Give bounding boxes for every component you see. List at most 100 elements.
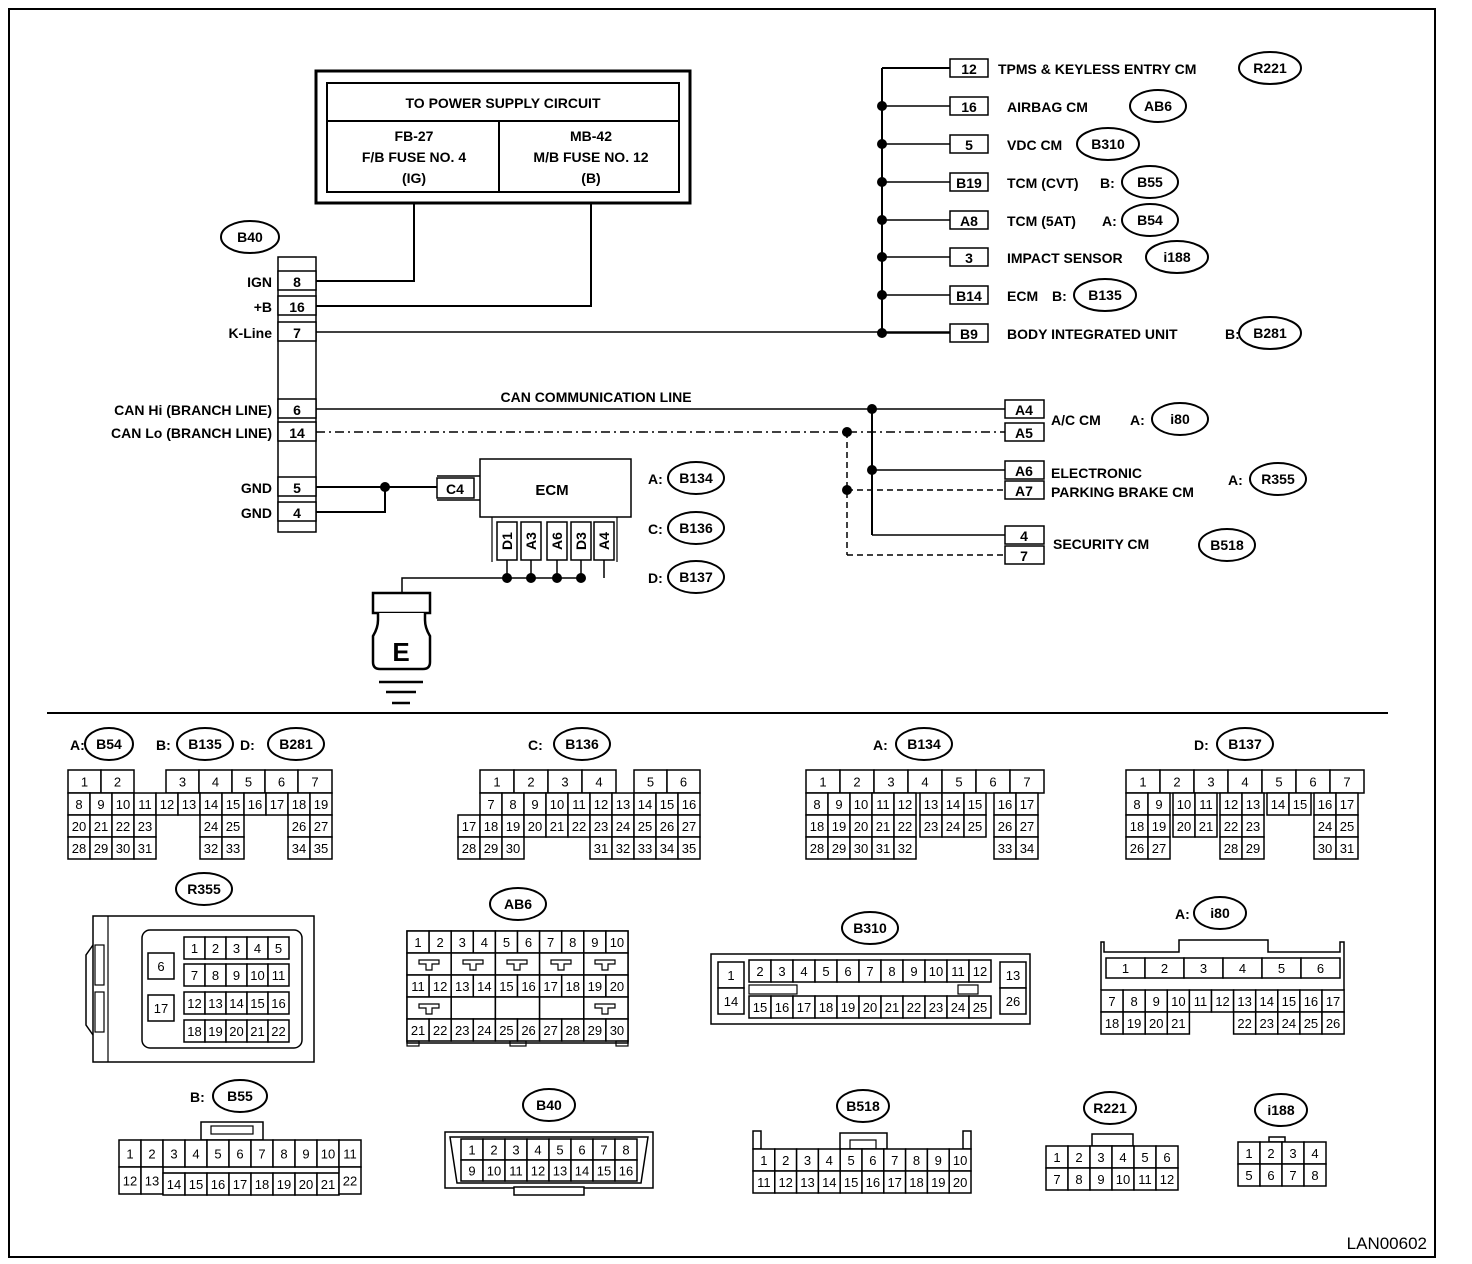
svg-text:27: 27: [682, 819, 696, 834]
connector-pin-cell: 11: [504, 1159, 528, 1182]
can-pin: 4: [1020, 528, 1028, 544]
svg-text:8: 8: [212, 968, 219, 983]
connector-pin-cell: 32: [199, 836, 223, 860]
connector-pin-cell: [538, 952, 585, 976]
svg-text:30: 30: [1318, 841, 1332, 856]
connector-pin-cell: 31: [871, 836, 895, 860]
svg-text:19: 19: [1127, 1016, 1141, 1031]
connector-view-tag: i188: [1254, 1093, 1308, 1127]
can-module-connector-tag: B518: [1198, 528, 1256, 562]
connector-pin-cell: 23: [1254, 1011, 1279, 1035]
ground-symbol: E: [371, 591, 432, 705]
connector-pin-cell: 18: [287, 792, 311, 816]
svg-text:18: 18: [1130, 819, 1144, 834]
svg-text:28: 28: [462, 841, 476, 856]
svg-text:25: 25: [1304, 1016, 1318, 1031]
svg-text:6: 6: [1309, 775, 1316, 790]
connector-pin-cell: 26: [999, 987, 1027, 1015]
connector-pin-cell: 4: [526, 1138, 550, 1161]
svg-text:1: 1: [191, 941, 198, 956]
kline-module-connector-tag: B135: [1073, 278, 1137, 312]
svg-text:12: 12: [123, 1174, 137, 1189]
svg-text:15: 15: [660, 797, 674, 812]
svg-text:8: 8: [888, 964, 895, 979]
svg-text:23: 23: [138, 819, 152, 834]
connector-pin-cell: 24: [941, 814, 965, 838]
svg-text:12: 12: [778, 1175, 792, 1190]
svg-text:B54: B54: [96, 736, 122, 752]
svg-text:A:: A:: [873, 737, 888, 753]
svg-text:16: 16: [866, 1175, 880, 1190]
svg-text:B:: B:: [190, 1089, 205, 1105]
svg-text:2: 2: [490, 1143, 497, 1158]
ecm-connector-ref: C:B136: [648, 511, 725, 545]
svg-text:26: 26: [292, 819, 306, 834]
svg-text:B518: B518: [846, 1098, 880, 1114]
svg-text:20: 20: [72, 819, 86, 834]
connector-pin-cell: [450, 996, 497, 1020]
svg-text:12: 12: [531, 1164, 545, 1179]
svg-text:6: 6: [844, 964, 851, 979]
svg-text:2: 2: [1075, 1150, 1082, 1165]
svg-text:14: 14: [946, 797, 960, 812]
connector-pin-cell: 26: [287, 814, 311, 838]
svg-text:11: 11: [572, 797, 586, 812]
svg-text:9: 9: [935, 1153, 942, 1168]
b40-connector-tag: B40: [220, 220, 280, 254]
connector-view-tag: AB6: [489, 887, 547, 921]
svg-text:13: 13: [553, 1164, 567, 1179]
connector-pin-cell: 21: [880, 995, 904, 1019]
connector-pin-cell: 18: [805, 814, 829, 838]
svg-text:16: 16: [271, 996, 285, 1011]
can-line-label: CAN COMMUNICATION LINE: [500, 389, 691, 405]
svg-text:B136: B136: [679, 520, 713, 536]
svg-text:3: 3: [1200, 961, 1207, 976]
connector-pin-cell: 29: [827, 836, 851, 860]
b40-pin-number: 7: [293, 325, 301, 341]
connector-pin-cell: 25: [494, 1018, 519, 1042]
kline-pin: A8: [960, 213, 978, 229]
kline-pin: B9: [960, 326, 978, 342]
svg-text:20: 20: [610, 979, 624, 994]
svg-text:6: 6: [1317, 961, 1324, 976]
svg-text:26: 26: [521, 1023, 535, 1038]
connector-view-tag: B137: [1216, 727, 1274, 761]
svg-text:11: 11: [272, 968, 286, 983]
can-pin: 7: [1020, 548, 1028, 564]
junction-dot: [877, 215, 887, 225]
connector-pin-cell: 10: [849, 792, 873, 816]
svg-text:R221: R221: [1253, 60, 1287, 76]
connector-pin-cell: 7: [1100, 989, 1124, 1013]
connector-pin-cell: 4: [817, 1148, 841, 1172]
svg-text:1: 1: [819, 775, 826, 790]
connector-pin-cell: 19: [827, 814, 851, 838]
svg-text:11: 11: [509, 1164, 523, 1179]
connector-view-tag: B135: [176, 727, 234, 761]
connector-pin-cell: 27: [677, 814, 701, 838]
kline-module-prefix: A:: [1102, 213, 1117, 229]
connector-pin-cell: 3: [770, 959, 794, 983]
svg-text:9: 9: [1097, 1172, 1104, 1187]
connector-pin-cell: [406, 996, 452, 1020]
svg-text:26: 26: [998, 819, 1012, 834]
svg-text:1: 1: [1053, 1150, 1060, 1165]
junction-dot: [877, 328, 887, 338]
connector-pin-cell: 31: [589, 836, 613, 860]
connector-pin-cell: 32: [893, 836, 917, 860]
svg-text:4: 4: [800, 964, 807, 979]
svg-text:24: 24: [946, 819, 960, 834]
svg-text:12: 12: [160, 797, 174, 812]
b40-pin-number: 4: [293, 505, 301, 521]
svg-text:14: 14: [1271, 797, 1285, 812]
junction-dot: [877, 101, 887, 111]
svg-text:10: 10: [854, 797, 868, 812]
svg-text:10: 10: [321, 1147, 335, 1162]
connector-pin-cell: 12: [589, 792, 613, 816]
svg-text:22: 22: [1237, 1016, 1251, 1031]
connector-pin-cell: 6: [570, 1138, 594, 1161]
connector-pin-cell: 11: [338, 1139, 362, 1168]
connector-pin-cell: 13: [548, 1159, 572, 1182]
can-module-name: ELECTRONIC: [1051, 465, 1142, 481]
